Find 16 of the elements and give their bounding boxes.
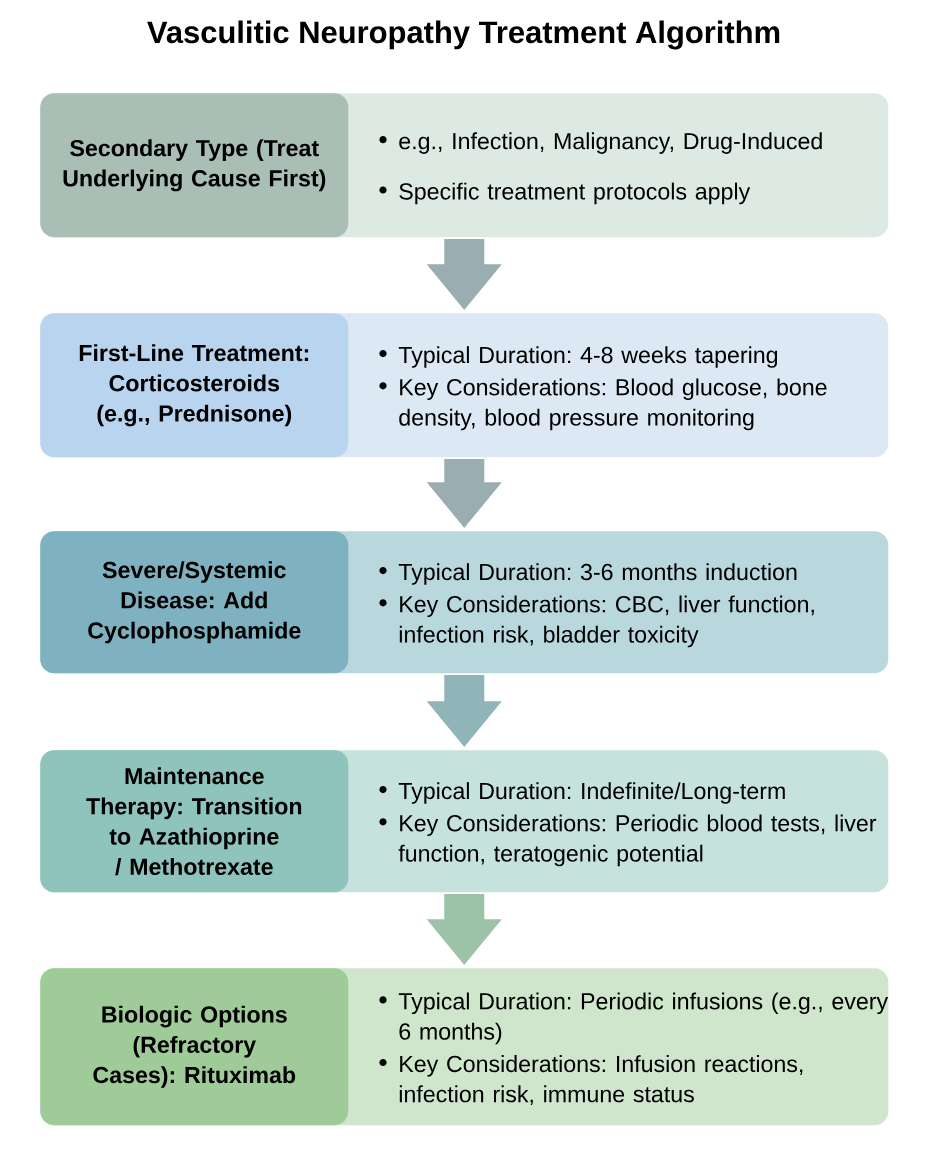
bullet-text: Key Considerations: Blood glucose, bone density, blood pressure monitoring (399, 378, 827, 431)
heading-box: Maintenance Therapy: Transition to Azathioprine / Methotrexate (40, 750, 349, 893)
bullet-text: Typical Duration: 3-6 months induction (398, 563, 797, 585)
heading-box: Biologic Options (Refractory Cases): Rituximab (40, 968, 349, 1126)
bullet-text: Key Considerations: Periodic blood tests, liver function, teratogenic potential (398, 814, 877, 867)
bullet-text: Typical Duration: Indefinite/Long-term (398, 782, 785, 804)
bullet-text: e.g., Infection, Malignancy, Drug-Induced (399, 132, 822, 154)
bullet-text: Typical Duration: 4-8 weeks tapering (398, 346, 778, 368)
heading-box: Secondary Type (Treat Underlying Cause First) (40, 93, 349, 238)
heading-box: First-Line Treatment: Corticosteroids (e.g., Prednisone) (40, 313, 349, 458)
bullet-text: Key Considerations: CBC, liver function, infection risk, bladder toxicity (399, 595, 814, 648)
bullet-text: Specific treatment protocols apply (399, 182, 751, 205)
bullet-text: Typical Duration: Periodic infusions (e.g., every 6 months) (398, 992, 889, 1045)
heading-box: Severe/Systemic Disease: Add Cyclophosphamide (40, 531, 349, 674)
diagram-title: Vasculitic Neuropathy Treatment Algorithm (147, 20, 780, 50)
bullet-text: Key Considerations: Infusion reactions, infection risk, immune status (399, 1055, 803, 1106)
